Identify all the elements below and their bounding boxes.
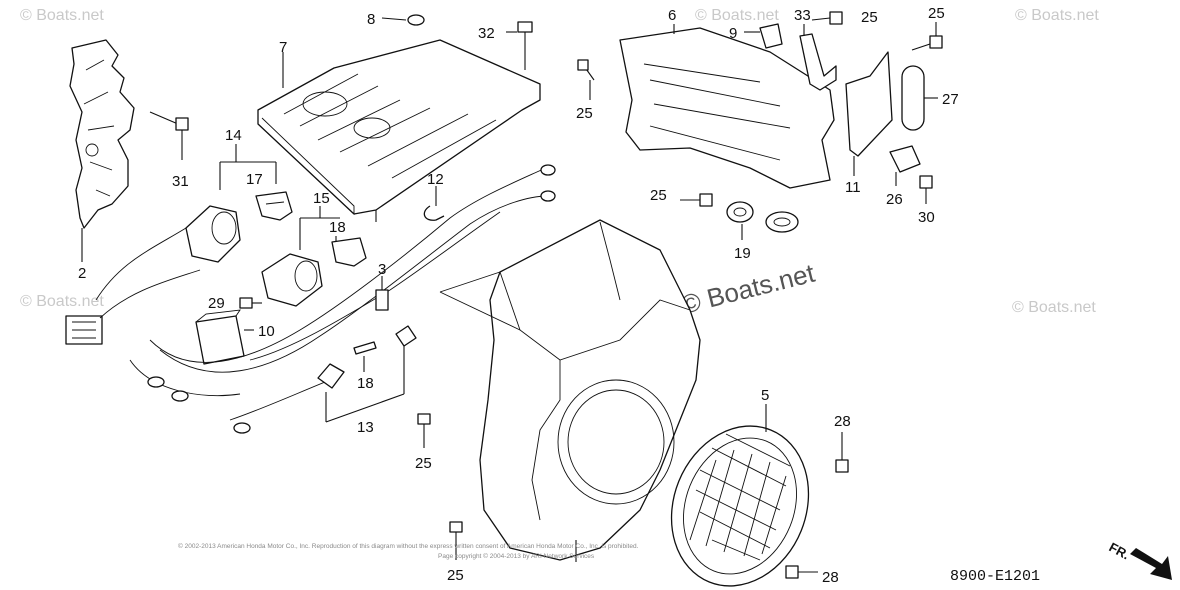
bracket-part-33 <box>799 24 837 91</box>
grommet-part-13 <box>317 325 417 423</box>
label-part-19: 19 <box>734 245 751 262</box>
bolt-part-28 <box>785 432 849 579</box>
wire-clamp-part-3 <box>375 276 389 311</box>
label-part-29: 29 <box>208 295 225 312</box>
label-part-17: 17 <box>246 171 263 188</box>
watermark: © Boats.net <box>20 293 104 310</box>
label-part-25: 25 <box>928 5 945 22</box>
label-part-18: 18 <box>329 219 346 236</box>
copyright-line-1: © 2002-2013 American Honda Motor Co., In… <box>178 542 639 550</box>
clip-part-9 <box>744 23 783 49</box>
label-part-25: 25 <box>861 9 878 26</box>
fan-screen-part-5 <box>670 404 810 587</box>
label-part-25: 25 <box>650 187 667 204</box>
sleeve-part-27 <box>901 65 938 131</box>
diagram-code: 8900-E1201 <box>950 568 1040 585</box>
bolt-part-30 <box>919 175 933 204</box>
clamp-part-26 <box>889 145 921 186</box>
watermark: © Boats.net <box>1012 299 1096 316</box>
watermark: © Boats.net <box>695 7 779 24</box>
ignition-coil-part-14 <box>95 144 277 301</box>
label-part-33: 33 <box>794 7 811 24</box>
bracket-part-11 <box>845 51 893 176</box>
ignition-coil-part-15 <box>261 206 340 307</box>
label-part-3: 3 <box>378 261 386 278</box>
side-shroud-part-2 <box>69 39 135 262</box>
cap-part-8 <box>381 14 425 26</box>
label-part-7: 7 <box>279 39 287 56</box>
label-part-18: 18 <box>357 375 374 392</box>
coil-clip-part-17 <box>255 191 293 221</box>
bolt-part-32 <box>506 21 533 70</box>
fan-shroud <box>439 219 701 562</box>
wire-harness <box>99 164 556 434</box>
label-part-13: 13 <box>357 419 374 436</box>
grommet-part-19 <box>726 201 799 240</box>
watermark-center: © Boats.net <box>678 258 818 320</box>
bolt-part-25 <box>417 11 943 560</box>
label-part-25: 25 <box>576 105 593 122</box>
label-part-14: 14 <box>225 127 242 144</box>
front-indicator: FR. <box>1107 539 1133 562</box>
label-part-25: 25 <box>447 567 464 584</box>
air-guide-cover-part-6 <box>619 24 835 189</box>
label-part-12: 12 <box>427 171 444 188</box>
coil-clip-part-18 <box>331 236 367 267</box>
label-part-28: 28 <box>834 413 851 430</box>
label-part-8: 8 <box>367 11 375 28</box>
copyright-line-2: Page copyright © 2004-2013 by ARI Networ… <box>438 552 595 560</box>
label-part-9: 9 <box>729 25 737 42</box>
label-part-26: 26 <box>886 191 903 208</box>
bolt-part-31 <box>149 111 189 160</box>
label-part-11: 11 <box>845 179 861 196</box>
wire-clip-part-12 <box>423 186 445 221</box>
front-direction-arrow-icon <box>1130 548 1172 580</box>
label-part-5: 5 <box>761 387 769 404</box>
watermark: © Boats.net <box>1015 7 1099 24</box>
label-part-25: 25 <box>415 455 432 472</box>
watermark: © Boats.net <box>20 7 104 24</box>
label-part-31: 31 <box>172 173 189 190</box>
wire-connector <box>65 315 103 345</box>
label-part-6: 6 <box>668 7 676 24</box>
label-part-10: 10 <box>258 323 275 340</box>
label-part-32: 32 <box>478 25 495 42</box>
bolt-part-29 <box>239 297 262 309</box>
label-part-30: 30 <box>918 209 935 226</box>
label-part-2: 2 <box>78 265 86 282</box>
label-part-15: 15 <box>313 190 330 207</box>
top-cover-part-7 <box>257 39 541 222</box>
label-part-28: 28 <box>822 569 839 586</box>
label-part-27: 27 <box>942 91 959 108</box>
